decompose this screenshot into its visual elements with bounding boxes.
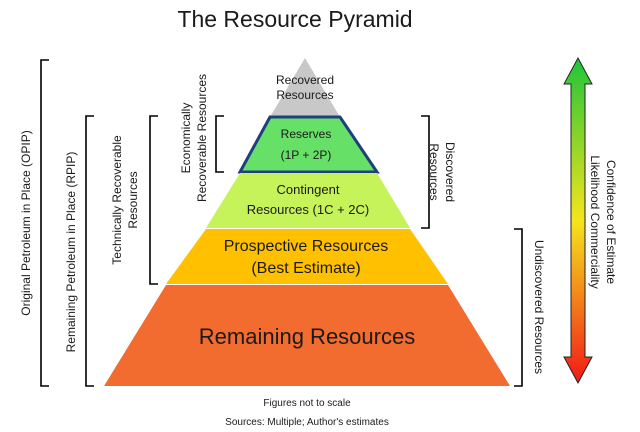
tier-prospective (166, 229, 448, 284)
tier-recovered (270, 58, 340, 117)
footer-note: Figures not to scale (263, 398, 351, 409)
footer-sources: Sources: Multiple; Author's estimates (225, 417, 389, 428)
undiscovered-bracket (514, 228, 523, 387)
confidence-label-2: Likelihood Commerciality (588, 155, 602, 288)
reserves-label-1: Reserves (281, 127, 332, 141)
reserves-label-2: (1P + 2P) (281, 148, 332, 162)
remaining-label: Remaining Resources (199, 324, 415, 349)
tier-contingent (206, 173, 410, 228)
discovered-label-1: Discovered (443, 142, 457, 202)
recovered-label-1: Recovered (276, 73, 334, 87)
discovered-label-2: Resources (427, 143, 441, 200)
economically-recoverable-label-1: Economically (179, 103, 193, 174)
confidence-label-1: Confidence of Estimate (604, 160, 618, 284)
prospective-label-1: Prospective Resources (224, 238, 389, 255)
technically-recoverable-bracket (149, 115, 158, 285)
economically-recoverable-bracket (215, 115, 224, 173)
confidence-arrow (563, 56, 593, 385)
undiscovered-label: Undiscovered Resources (532, 240, 546, 374)
opip-bracket (40, 59, 49, 387)
prospective-label-2: (Best Estimate) (251, 260, 360, 277)
diagram-title: The Resource Pyramid (177, 6, 412, 32)
recovered-label-2: Resources (276, 88, 333, 102)
rpip-label: Remaining Petroleum in Place (RPIP) (64, 152, 78, 353)
opip-label: Original Petroleum in Place (OPIP) (19, 130, 33, 315)
discovered-bracket (421, 115, 430, 229)
tier-reserves (237, 115, 380, 174)
rpip-bracket (85, 115, 94, 387)
technically-recoverable-label-2: Resources (126, 171, 140, 228)
economically-recoverable-label-2: Recoverable Resources (195, 74, 209, 202)
contingent-label-1: Contingent (277, 182, 340, 197)
contingent-label-2: Resources (1C + 2C) (247, 202, 369, 217)
technically-recoverable-label-1: Technically Recoverable (110, 135, 124, 265)
tier-remaining (104, 285, 510, 386)
